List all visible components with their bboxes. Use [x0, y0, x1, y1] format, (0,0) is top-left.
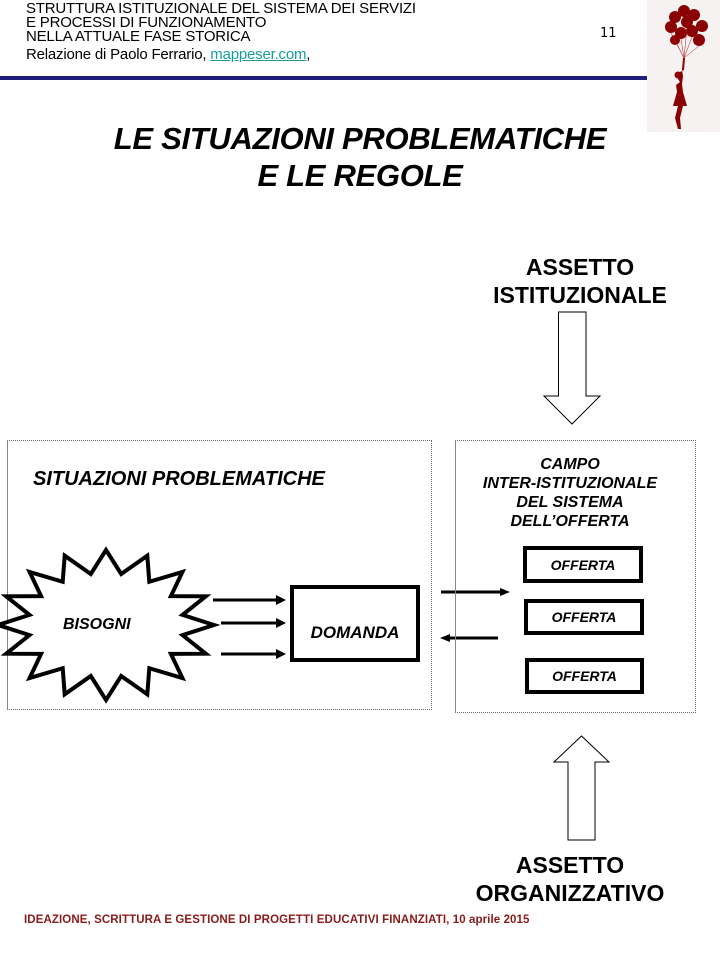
slide-title: LE SITUAZIONI PROBLEMATICHE E LE REGOLE: [0, 120, 720, 194]
arrows-to-domanda: [213, 595, 286, 659]
header-line-3: NELLA ATTUALE FASE STORICA: [26, 28, 251, 45]
mappeser-link[interactable]: mappeser.com: [210, 46, 307, 63]
logo: [647, 0, 720, 132]
arrow-from-offerta-head: [440, 634, 450, 642]
assetto-organizzativo-line-1: ASSETTO: [515, 852, 625, 878]
assetto-istituzionale-line-1: ASSETTO: [525, 254, 635, 280]
campo-title-line-1: CAMPO: [540, 456, 600, 473]
bisogni-label: BISOGNI: [63, 616, 131, 633]
starburst-shape: [0, 546, 221, 704]
campo-title-line-3: DEL SISTEMA: [516, 494, 624, 511]
down-arrow-icon: [542, 311, 602, 425]
slide-header: STRUTTURA ISTITUZIONALE DEL SISTEMA DEI …: [26, 0, 416, 63]
assetto-organizzativo-label: ASSETTO ORGANIZZATIVO: [450, 851, 690, 907]
offerta-box-2: OFFERTA: [524, 599, 644, 635]
campo-title-line-2: INTER-ISTITUZIONALE: [482, 475, 658, 492]
offerta-label-2: OFFERTA: [551, 609, 617, 625]
offerta-label-3: OFFERTA: [552, 668, 617, 684]
situazioni-problematiche-panel: [7, 440, 432, 710]
page-number: 11: [600, 26, 617, 41]
header-line-1: STRUTTURA ISTITUZIONALE DEL SISTEMA DEI …: [26, 0, 416, 17]
campo-offerta-panel: [455, 440, 696, 713]
offerta-label-1: OFFERTA: [550, 556, 616, 573]
campo-title-line-4: DELL’OFFERTA: [510, 513, 630, 530]
header-author-line: Relazione di Paolo Ferrario, mappeser.co…: [26, 46, 416, 63]
offerta-box-1: OFFERTA: [523, 546, 643, 583]
arrow-head-3: [276, 649, 286, 659]
domanda-label: DOMANDA: [310, 622, 400, 642]
bisogni-starburst-icon: [0, 546, 221, 704]
situazioni-problematiche-title: SITUAZIONI PROBLEMATICHE: [33, 468, 325, 490]
campo-inter-istituzionale-title: CAMPO INTER-ISTITUZIONALE DEL SISTEMA DE…: [460, 455, 680, 531]
up-arrow-icon: [552, 735, 611, 841]
girl-with-balloons-icon: [665, 5, 708, 129]
author-suffix: ,: [306, 46, 311, 63]
header-line-2: E PROCESSI DI FUNZIONAMENTO: [26, 14, 267, 31]
author-text: Relazione di Paolo Ferrario,: [26, 46, 211, 63]
arrow-head-1: [276, 595, 286, 605]
arrow-head-2: [276, 618, 286, 628]
arrow-to-offerta-head: [500, 588, 510, 596]
assetto-organizzativo-line-2: ORGANIZZATIVO: [475, 880, 665, 906]
title-line-1: LE SITUAZIONI PROBLEMATICHE: [113, 121, 607, 156]
offerta-box-3: OFFERTA: [525, 658, 644, 694]
exchange-arrows: [440, 588, 510, 642]
header-rule: [0, 76, 648, 80]
title-line-2: E LE REGOLE: [257, 158, 463, 193]
assetto-istituzionale-label: ASSETTO ISTITUZIONALE: [460, 253, 700, 309]
domanda-box: DOMANDA: [290, 585, 420, 662]
assetto-istituzionale-line-2: ISTITUZIONALE: [493, 282, 667, 308]
slide-footer: IDEAZIONE, SCRITTURA E GESTIONE DI PROGE…: [24, 914, 530, 926]
